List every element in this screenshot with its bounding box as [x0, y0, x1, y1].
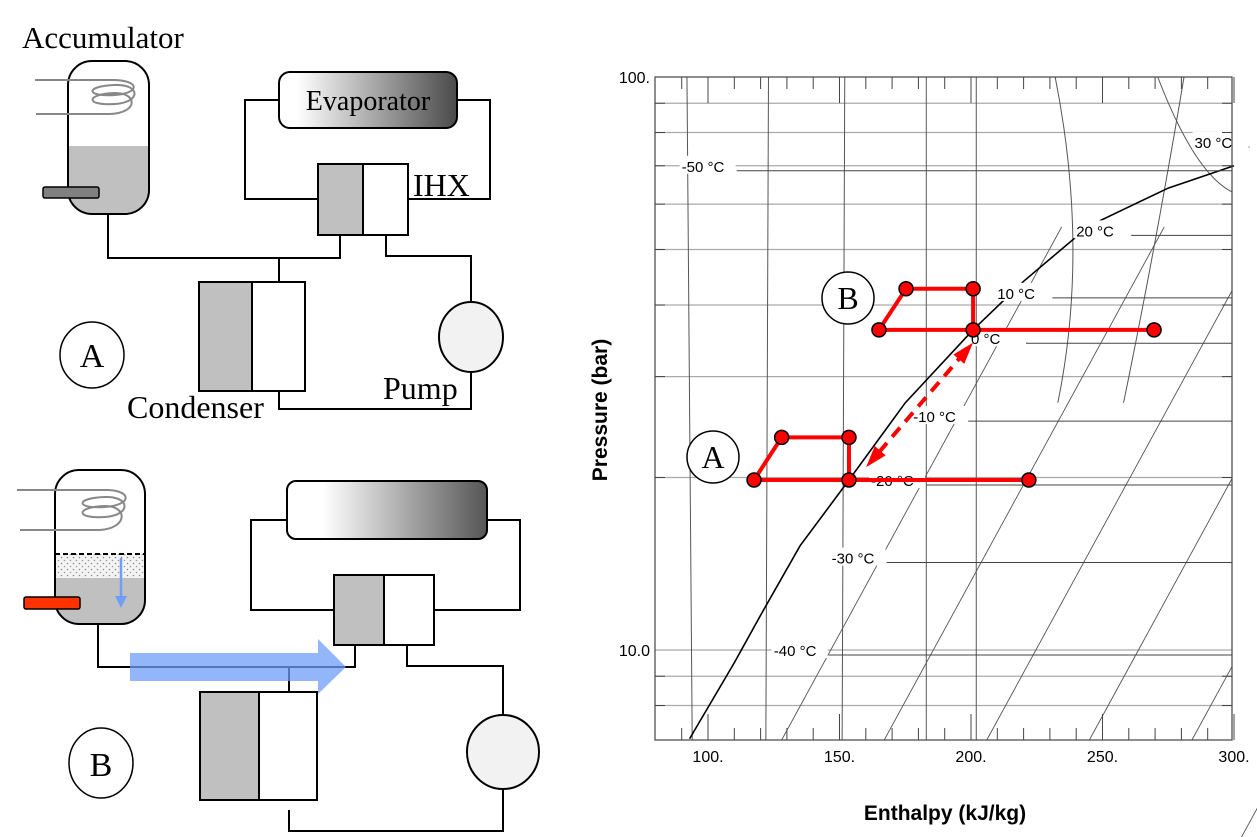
pump-icon	[438, 301, 504, 373]
diagram-b-badge: B	[68, 727, 134, 799]
isotherm-line	[1157, 76, 1233, 193]
isotherm-label: 0 °C	[971, 331, 1001, 348]
isotherm-label: -50 °C	[682, 159, 725, 176]
label-bg	[969, 328, 1025, 347]
state-point	[965, 322, 981, 338]
diagram-a-badge: A	[59, 321, 125, 389]
isotherm-line	[841, 76, 846, 741]
saturation-curve	[688, 165, 1235, 740]
pump-label: Pump	[383, 370, 458, 406]
x-tick-label: 250.	[1087, 749, 1118, 766]
x-tick-label: 200.	[955, 749, 986, 766]
accumulator	[35, 60, 150, 215]
y-tick-label: 100.	[619, 70, 650, 87]
ihx	[333, 574, 435, 646]
flow-arrow-icon	[130, 639, 346, 694]
piping	[107, 99, 491, 410]
isotherm-label: 10 °C	[997, 286, 1035, 303]
isotherm-line	[1123, 76, 1185, 403]
pump: Pump	[383, 301, 504, 406]
arrowhead-icon	[866, 446, 886, 468]
isentrope-line	[1191, 666, 1233, 741]
state-point	[871, 322, 887, 338]
isotherm-label: 30 °C	[1195, 135, 1233, 152]
isentrope-line	[986, 290, 1233, 741]
label-bg	[1192, 132, 1249, 151]
ihx: IHX	[317, 163, 470, 236]
svg-text:B: B	[90, 747, 113, 784]
isotherm-line	[765, 76, 769, 741]
cycles: AB	[686, 271, 1162, 488]
isentrope-line	[883, 226, 1165, 741]
label-bg	[1074, 220, 1131, 239]
pump-icon	[466, 714, 540, 790]
evaporator-label: Evaporator	[306, 86, 431, 117]
cycle-badge-label: B	[837, 280, 858, 316]
state-point	[1021, 472, 1037, 488]
plot-frame	[654, 76, 1233, 741]
state-point	[746, 472, 762, 488]
coil-icon	[35, 79, 136, 115]
y-axis-label: Pressure (bar)	[589, 339, 612, 481]
saturation-dome	[688, 165, 1235, 740]
label-bg	[869, 470, 926, 489]
isotherm-labels: -50 °C 30 °C 20 °C 10 °C 0 °C -10 °C -20 °C -30…	[679, 132, 1250, 660]
cycle-badge-label: A	[701, 439, 724, 475]
state-point	[841, 472, 857, 488]
cycle-b: B	[821, 271, 1162, 338]
grid	[655, 102, 1232, 707]
isotherm-label: 20 °C	[1076, 223, 1114, 240]
accumulator	[17, 469, 146, 625]
x-tick-label: 100.	[692, 749, 723, 766]
heater-icon	[23, 596, 81, 610]
label-bg	[771, 640, 828, 658]
state-point	[773, 429, 790, 446]
cycle-segment	[752, 435, 784, 483]
cycle-badge	[821, 271, 875, 325]
isentrope-line	[781, 226, 1063, 741]
x-axis-label: Enthalpy (kJ/kg)	[864, 802, 1026, 825]
evaporator	[286, 480, 488, 540]
axis-ticks: 100. 150. 200. 250. 300. 100. 10.0	[619, 70, 1250, 766]
isotherm-label: -10 °C	[913, 409, 956, 426]
label-bg	[995, 282, 1052, 301]
svg-text:A: A	[80, 338, 105, 375]
coil-icon	[17, 489, 127, 531]
diagram-a: Accumulator Evaporator IHX Condenser	[22, 20, 504, 425]
liquid-drain-arrow-icon	[115, 558, 127, 608]
ihx-label: IHX	[413, 167, 470, 203]
condenser	[199, 691, 318, 801]
condenser: Condenser	[127, 281, 306, 425]
x-tick-label: 300.	[1218, 749, 1249, 766]
cycle-a: A	[686, 429, 1037, 488]
label-bg	[829, 547, 886, 566]
arrowhead-icon	[953, 342, 973, 364]
isotherm-label: -40 °C	[774, 643, 817, 660]
diagram-b: B	[17, 469, 540, 832]
isotherm-line	[1054, 76, 1074, 403]
state-point	[898, 281, 914, 297]
accumulator-label: Accumulator	[22, 20, 185, 55]
cycle-badge	[686, 430, 740, 484]
transition-arrow	[872, 350, 967, 460]
isentrope-line	[1241, 807, 1257, 837]
state-point	[965, 281, 981, 297]
condenser-label: Condenser	[127, 389, 264, 425]
state-point	[1146, 322, 1162, 338]
y-tick-label: 10.0	[619, 643, 650, 660]
cycle-segment	[876, 286, 909, 332]
evaporator: Evaporator	[278, 71, 458, 129]
isentrope-line	[1088, 478, 1233, 741]
heater-icon	[42, 186, 100, 199]
x-tick-label: 150.	[824, 749, 855, 766]
isotherm-line	[686, 76, 693, 741]
label-bg	[679, 155, 736, 174]
isotherm-label: -20 °C	[871, 473, 914, 490]
state-point	[841, 429, 857, 446]
isotherm-label: -30 °C	[832, 551, 875, 568]
label-bg	[911, 406, 968, 425]
isotherms	[686, 76, 1257, 837]
